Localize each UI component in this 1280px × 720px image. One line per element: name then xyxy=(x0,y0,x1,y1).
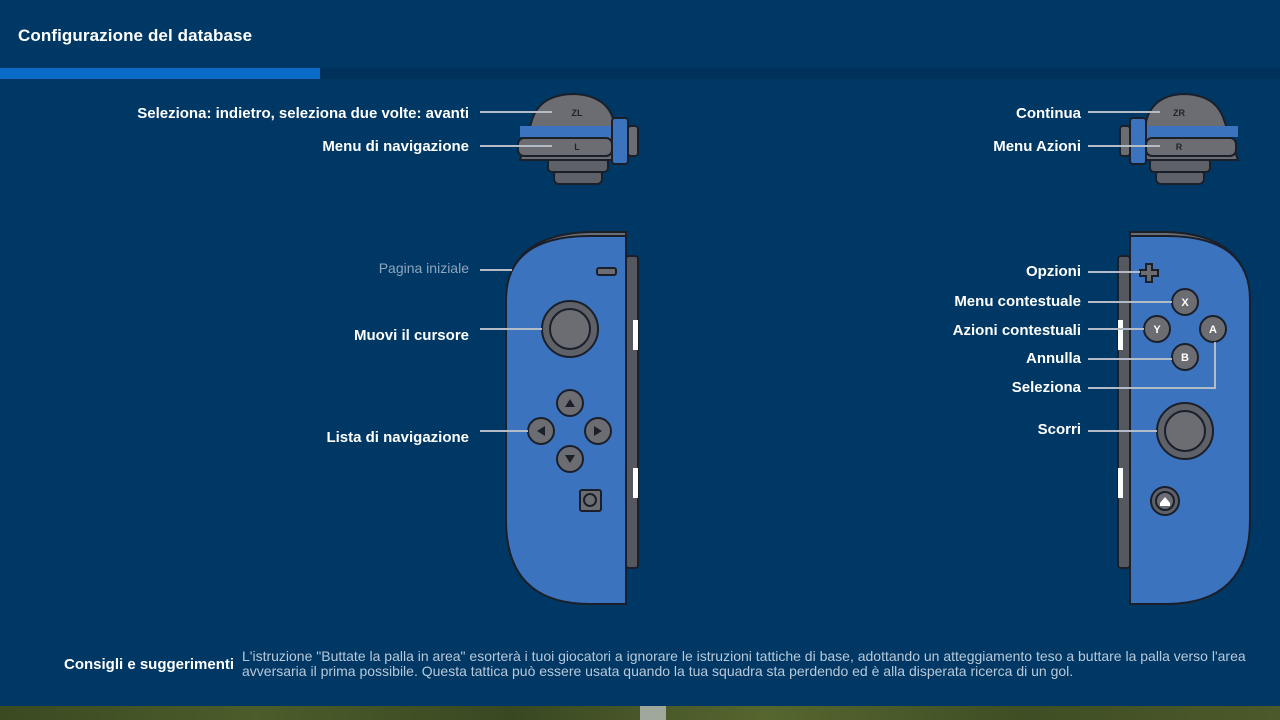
b-button-glyph: B xyxy=(1181,352,1189,364)
left-stick xyxy=(549,308,591,350)
b-button xyxy=(1171,343,1199,371)
label-plus: Opzioni xyxy=(1026,263,1081,280)
label-left-stick: Muovi il cursore xyxy=(353,327,469,344)
r-button-glyph: R xyxy=(1176,142,1183,152)
l-button-glyph: L xyxy=(574,142,580,152)
a-button-glyph: A xyxy=(1209,324,1217,336)
pitch-line xyxy=(640,706,666,720)
label-dpad: Lista di navigazione xyxy=(326,429,469,446)
x-button-glyph: X xyxy=(1181,297,1189,309)
label-minus: Pagina iniziale xyxy=(378,260,469,276)
page-title: Configurazione del database xyxy=(18,26,253,45)
label-y: Azioni contestuali xyxy=(952,322,1081,339)
label-r: Menu Azioni xyxy=(993,138,1081,155)
zl-button-glyph: ZL xyxy=(572,108,583,118)
a-button xyxy=(1199,315,1227,343)
home-icon xyxy=(1160,497,1170,506)
label-x: Menu contestuale xyxy=(954,293,1081,310)
progress-fill xyxy=(0,68,320,79)
label-zl: Seleziona: indietro, seleziona due volte… xyxy=(137,105,469,122)
progress-bar xyxy=(0,68,1280,79)
label-l: Menu di navigazione xyxy=(322,138,469,155)
right-joycon xyxy=(1117,231,1251,605)
label-right-stick: Scorri xyxy=(1037,421,1081,438)
plus-button xyxy=(1139,263,1159,283)
left-shoulder-buttons xyxy=(517,92,639,185)
y-button-glyph: Y xyxy=(1153,324,1161,336)
tips-title: Consigli e suggerimenti xyxy=(64,656,235,673)
leader-lines xyxy=(480,111,1216,432)
right-stick xyxy=(1164,410,1206,452)
dpad-arrows xyxy=(537,399,602,463)
label-zr: Continua xyxy=(1016,105,1081,122)
right-shoulder-buttons xyxy=(1119,92,1240,185)
label-b: Annulla xyxy=(1026,350,1081,367)
zr-button-glyph: ZR xyxy=(1173,108,1185,118)
minus-button xyxy=(596,267,617,276)
label-a: Seleziona xyxy=(1011,379,1081,396)
left-joycon xyxy=(505,231,639,605)
tips-text: L'istruzione "Buttate la palla in area" … xyxy=(242,648,1246,679)
